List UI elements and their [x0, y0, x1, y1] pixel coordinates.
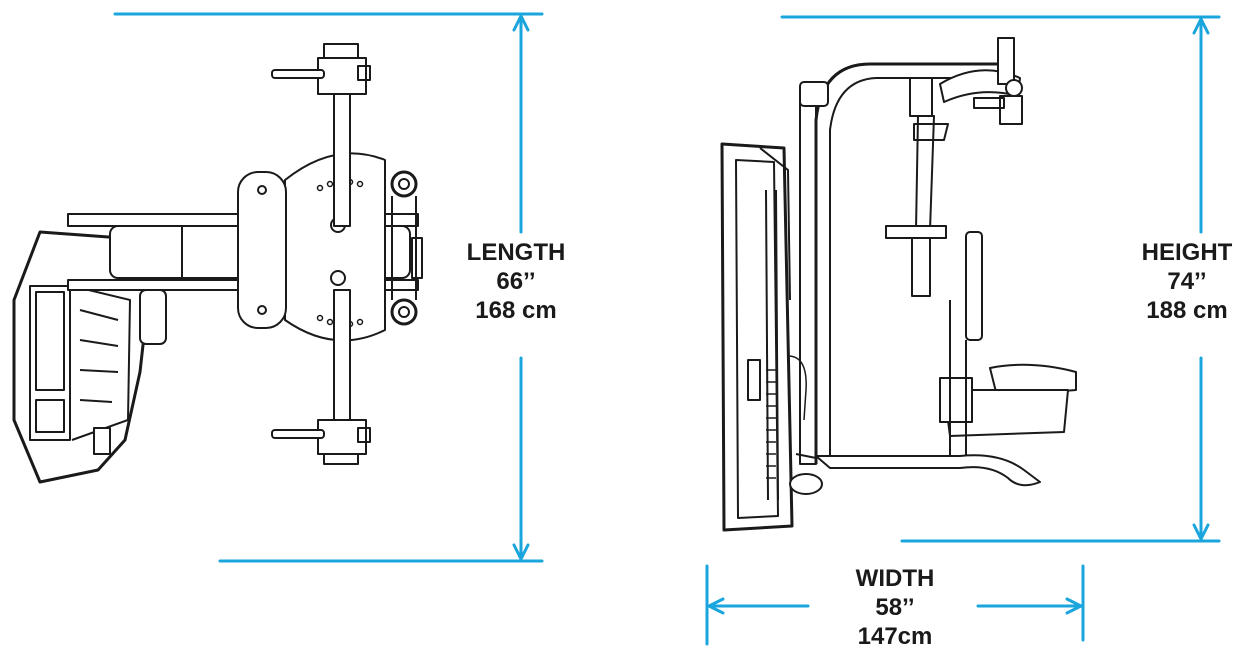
height-arrow-bottom — [1192, 523, 1210, 543]
frame-arch — [814, 62, 1000, 464]
back-pad — [965, 231, 983, 341]
height-title: HEIGHT — [1141, 239, 1233, 266]
height-label: HEIGHT 74’’ 188 cm — [1125, 238, 1245, 325]
length-title: LENGTH — [466, 239, 566, 266]
width-metric: 147cm — [857, 623, 933, 650]
width-label: WIDTH 58’’ 147cm — [820, 564, 970, 651]
width-arrow-left — [705, 597, 725, 615]
frame-base — [815, 454, 1041, 487]
height-imperial: 74’’ — [1167, 268, 1207, 295]
length-arrow-top — [512, 12, 530, 32]
lower-handle — [271, 429, 325, 439]
side-shroud — [720, 142, 794, 532]
wheel-top — [390, 170, 418, 198]
mount-plate — [237, 171, 287, 329]
weight-plates — [766, 369, 776, 479]
upper-handle — [271, 69, 325, 79]
pec-handle — [885, 225, 947, 239]
width-arrow-right — [1065, 597, 1085, 615]
length-metric: 168 cm — [475, 297, 557, 324]
length-label: LENGTH 66’’ 168 cm — [446, 238, 586, 325]
cam-disc — [284, 152, 386, 342]
frame-upright — [799, 99, 817, 465]
foot-tube — [789, 473, 823, 495]
handle-block — [93, 427, 111, 455]
pec-arm — [909, 77, 933, 117]
cable — [787, 355, 807, 421]
weight-stack-inner — [29, 285, 71, 441]
width-imperial: 58’’ — [875, 594, 915, 621]
length-imperial: 66’’ — [496, 268, 536, 295]
height-arrow-top — [1192, 15, 1210, 35]
length-arrow-bottom — [512, 543, 530, 563]
height-metric: 188 cm — [1146, 297, 1228, 324]
dimension-lines — [113, 12, 1221, 646]
wheel-bottom — [390, 298, 418, 326]
lower-arm — [333, 289, 351, 431]
width-title: WIDTH — [855, 565, 935, 592]
seat — [989, 363, 1077, 394]
top-view-drawing — [12, 43, 423, 484]
side-view-drawing — [720, 37, 1077, 532]
